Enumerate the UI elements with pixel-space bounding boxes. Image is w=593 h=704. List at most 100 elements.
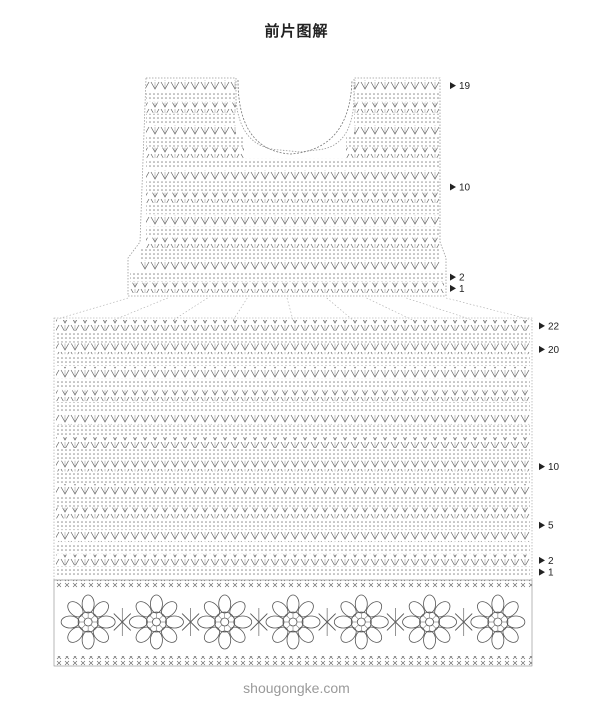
body-row	[56, 472, 530, 484]
yoke-row	[146, 158, 440, 170]
connector-line	[173, 297, 208, 321]
row-label-text: 10	[459, 183, 471, 194]
yoke-row-segment	[354, 80, 440, 91]
yoke-row-segment	[346, 136, 440, 147]
row-label-text: 2	[548, 556, 554, 567]
connector-line	[232, 297, 248, 321]
flower-motif	[197, 594, 253, 650]
row-label: 1	[539, 568, 554, 579]
connector-line	[366, 297, 413, 321]
row-label: 2	[450, 273, 465, 284]
row-label: 2	[539, 556, 554, 567]
body-row	[56, 413, 530, 425]
row-label-text: 22	[548, 321, 560, 332]
joining-star	[386, 608, 405, 636]
body-row	[56, 402, 530, 413]
row-label: 1	[450, 284, 465, 295]
body-row	[56, 495, 530, 507]
yoke-row	[146, 203, 440, 215]
yoke-row-segment	[354, 113, 440, 125]
yoke-row	[140, 248, 440, 260]
yoke-row	[130, 282, 444, 293]
connector-line	[406, 297, 473, 321]
yoke-row	[140, 260, 440, 271]
body-row	[56, 343, 530, 355]
yoke-row-segment	[146, 113, 236, 125]
joining-star	[113, 608, 132, 636]
yoke-row	[146, 192, 440, 203]
body-row	[56, 554, 530, 566]
body-row	[56, 519, 530, 531]
front-body-panel	[53, 317, 533, 581]
border-top-edge	[54, 580, 532, 588]
yoke-row	[146, 170, 440, 181]
yoke-row-segment	[146, 136, 244, 147]
yoke-row	[146, 215, 440, 226]
row-label: 22	[539, 321, 560, 332]
row-label-text: 10	[548, 462, 560, 473]
row-label-text: 5	[548, 521, 554, 532]
flower-motif	[265, 594, 321, 650]
body-row	[56, 460, 530, 472]
body-row	[56, 366, 530, 378]
yoke-outline	[127, 77, 447, 297]
row-label: 19	[450, 81, 471, 92]
body-row	[56, 484, 530, 495]
neck-edge	[237, 79, 353, 155]
body-row	[56, 531, 530, 542]
yoke-row	[146, 226, 440, 237]
yoke-row-segment	[146, 91, 236, 102]
row-label-text: 19	[459, 81, 471, 92]
row-label: 10	[450, 183, 471, 194]
row-label: 10	[539, 462, 560, 473]
yoke-row-segment	[146, 147, 244, 158]
connector-line	[53, 297, 129, 321]
yoke-row-segment	[146, 125, 236, 136]
body-row	[56, 437, 530, 448]
connector-line	[445, 297, 533, 321]
body-row	[56, 425, 530, 437]
panel-connector-lines	[53, 297, 533, 321]
yoke-row	[146, 181, 440, 192]
row-label-text: 2	[459, 273, 465, 284]
connector-line	[113, 297, 168, 321]
border-bottom-edge	[54, 656, 532, 666]
body-row	[56, 449, 530, 460]
body-row	[56, 542, 530, 554]
yoke-row	[146, 237, 440, 248]
joining-star	[250, 608, 268, 636]
body-row	[56, 320, 530, 331]
body-stitch-rows	[56, 320, 530, 577]
front-yoke-panel	[127, 77, 447, 297]
flower-motif	[129, 594, 184, 650]
yoke-row-segment	[346, 147, 440, 158]
connector-line	[286, 297, 294, 321]
body-row	[56, 566, 530, 577]
joining-star	[318, 608, 336, 636]
body-row	[56, 331, 530, 343]
yoke-row-segment	[354, 91, 440, 102]
row-label-text: 20	[548, 345, 560, 356]
row-label: 5	[539, 521, 554, 532]
yoke-row-segment	[354, 102, 440, 113]
body-row	[56, 355, 530, 366]
flower-motif-border	[53, 579, 533, 667]
diagram-title: 前片图解	[264, 22, 329, 40]
body-row	[56, 507, 530, 519]
row-label: 20	[539, 345, 560, 356]
flower-motif	[60, 594, 116, 650]
neck-opening	[238, 78, 352, 150]
flower-motifs	[60, 594, 526, 650]
yoke-row-segment	[146, 102, 236, 113]
joining-star	[454, 608, 473, 636]
yoke-stitch-rows	[130, 80, 444, 293]
border-frame	[53, 579, 533, 667]
yoke-row	[130, 271, 444, 282]
flower-motif	[402, 594, 457, 650]
watermark: shougongke.com	[243, 680, 350, 696]
row-label-text: 1	[459, 284, 465, 295]
body-row	[56, 390, 530, 402]
flower-motif	[333, 594, 389, 650]
